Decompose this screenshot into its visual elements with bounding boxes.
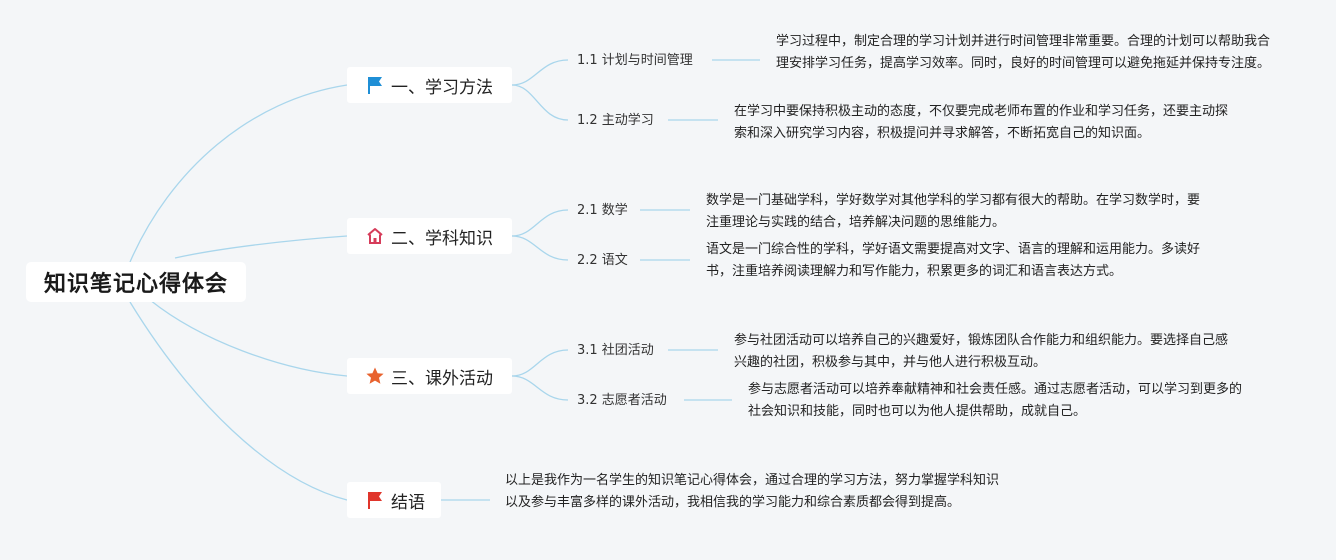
topic-study-methods[interactable]: 一、学习方法 [347, 67, 512, 103]
topic-subject-knowledge[interactable]: 二、学科知识 [347, 218, 512, 254]
note-math: 数学是一门基础学科，学好数学对其他学科的学习都有很大的帮助。在学习数学时，要注重… [706, 193, 1201, 230]
star-icon [365, 366, 385, 386]
note-conclusion: 以上是我作为一名学生的知识笔记心得体会，通过合理的学习方法，努力掌握学科知识以及… [505, 473, 1000, 510]
topic-extracurricular[interactable]: 三、课外活动 [347, 358, 512, 394]
subtopic-math[interactable]: 2.1 数学 [577, 203, 628, 218]
subtopic-chinese[interactable]: 2.2 语文 [577, 253, 628, 268]
topic-label: 三、课外活动 [391, 368, 493, 389]
note-chinese: 语文是一门综合性的学科，学好语文需要提高对文字、语言的理解和运用能力。多读好书，… [706, 242, 1201, 279]
note-volunteer: 参与志愿者活动可以培养奉献精神和社会责任感。通过志愿者活动，可以学习到更多的社会… [748, 382, 1243, 419]
note-active-learning: 在学习中要保持积极主动的态度，不仅要完成老师布置的作业和学习任务，还要主动探索和… [734, 104, 1229, 141]
root-title: 知识笔记心得体会 [43, 272, 228, 297]
subtopic-plan-time[interactable]: 1.1 计划与时间管理 [577, 53, 693, 68]
topic-label: 二、学科知识 [391, 228, 493, 249]
note-plan-time: 学习过程中，制定合理的学习计划并进行时间管理非常重要。合理的计划可以帮助我合理安… [776, 34, 1271, 71]
topic-conclusion[interactable]: 结语 [347, 482, 441, 518]
subtopic-active-learning[interactable]: 1.2 主动学习 [577, 113, 654, 128]
home-icon [365, 226, 385, 246]
blue-flag-icon [365, 75, 385, 95]
topic-label: 一、学习方法 [391, 77, 493, 98]
red-flag-icon [365, 490, 385, 510]
subtopic-volunteer[interactable]: 3.2 志愿者活动 [577, 393, 667, 408]
subtopic-clubs[interactable]: 3.1 社团活动 [577, 343, 654, 358]
topic-label: 结语 [391, 492, 425, 513]
root-topic[interactable]: 知识笔记心得体会 [26, 262, 246, 302]
note-clubs: 参与社团活动可以培养自己的兴趣爱好，锻炼团队合作能力和组织能力。要选择自己感兴趣… [734, 333, 1229, 370]
